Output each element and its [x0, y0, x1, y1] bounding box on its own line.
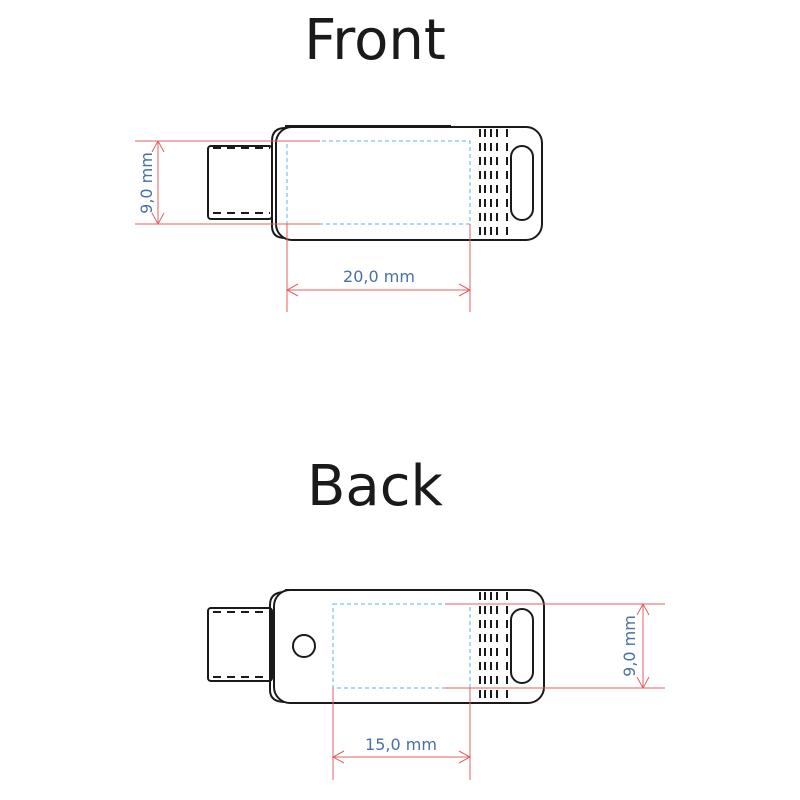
- back-view-title: Back: [307, 454, 443, 519]
- back-width-label: 15,0 mm: [365, 735, 437, 754]
- front-view-title: Front: [304, 8, 446, 73]
- back-connector: [207, 607, 273, 682]
- back-keyring-slot: [510, 608, 534, 684]
- front-width-dimension: [285, 224, 472, 312]
- front-width-label: 20,0 mm: [343, 267, 415, 286]
- back-usb-drawing: 9,0 mm 15,0 mm: [207, 589, 665, 780]
- front-height-dimension: [135, 139, 320, 226]
- back-print-area: [332, 603, 471, 689]
- back-body: [273, 589, 545, 704]
- front-body: [275, 126, 543, 241]
- front-height-label: 9,0 mm: [137, 152, 156, 214]
- front-connector: [207, 145, 273, 220]
- back-height-label: 9,0 mm: [620, 615, 639, 677]
- back-round-hole: [292, 634, 316, 658]
- front-usb-drawing: 9,0 mm 20,0 mm: [135, 125, 543, 312]
- front-keyring-slot: [510, 145, 534, 221]
- back-height-dimension: [445, 602, 665, 690]
- front-print-area: [286, 140, 471, 225]
- back-width-dimension: [331, 688, 472, 780]
